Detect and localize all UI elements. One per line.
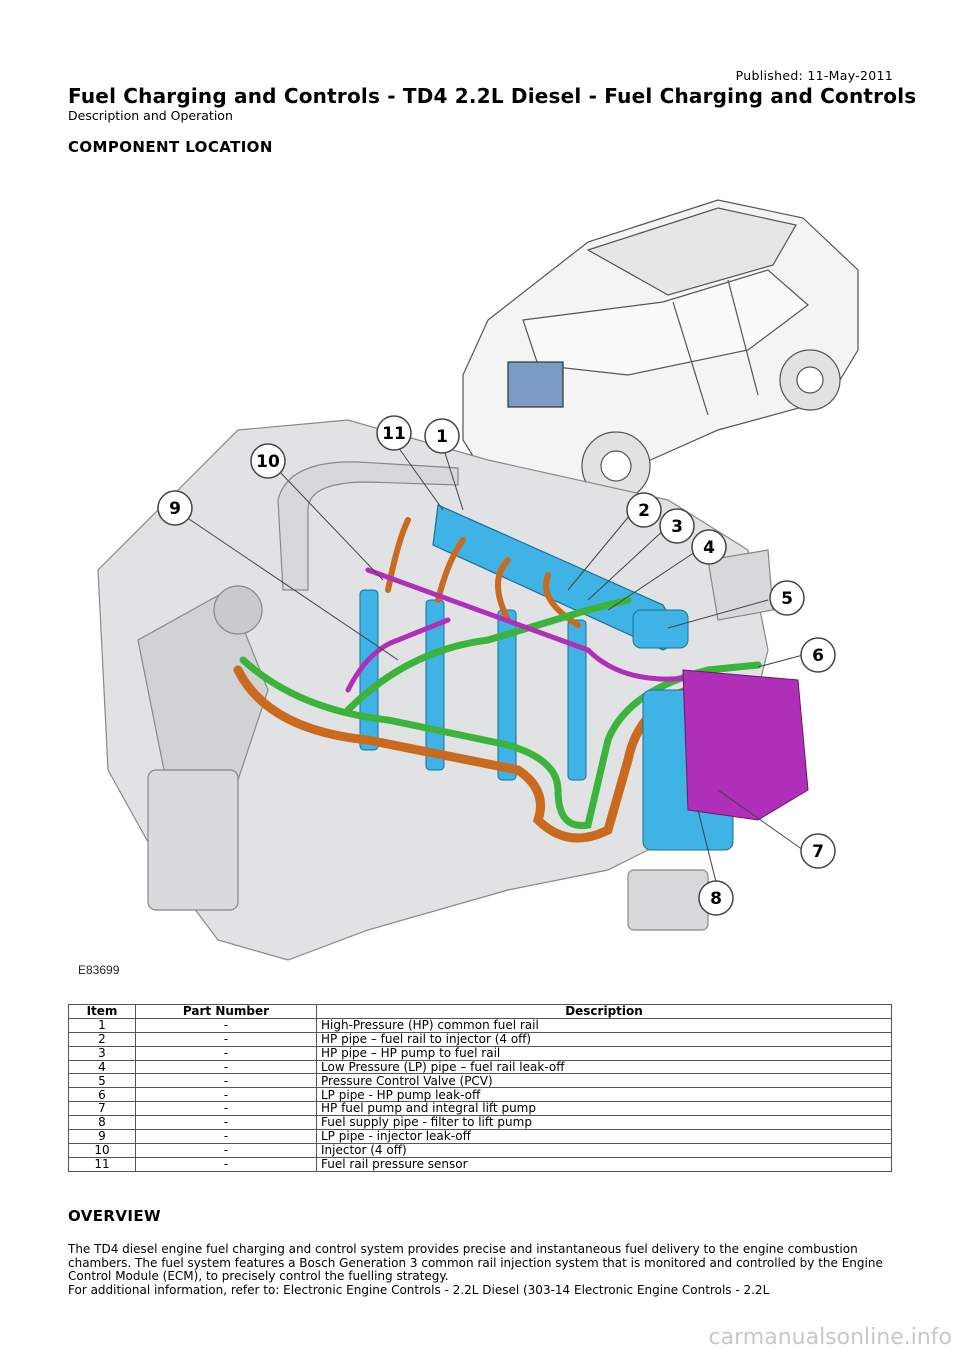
description-cell: High-Pressure (HP) common fuel rail [316,1017,892,1033]
figure-code: E83699 [78,963,120,977]
page-subtitle: Description and Operation [68,108,233,123]
item-cell: 6 [68,1087,136,1103]
component-location-heading: COMPONENT LOCATION [68,138,273,156]
part-number-cell: - [135,1156,317,1172]
description-cell: HP pipe – fuel rail to injector (4 off) [316,1031,892,1047]
table-row: 9-LP pipe - injector leak-off [68,1129,892,1144]
callout-9: 9 [157,490,193,526]
item-cell: 4 [68,1059,136,1075]
callout-4: 4 [691,529,727,565]
table-row: 5-Pressure Control Valve (PCV) [68,1073,892,1089]
table-row: 2-HP pipe – fuel rail to injector (4 off… [68,1031,892,1047]
table-header-row: Item Part Number Description [68,1004,892,1019]
part-number-cell: - [135,1115,317,1131]
callout-3: 3 [659,508,695,544]
callout-5: 5 [769,580,805,616]
table-row: 3-HP pipe – HP pump to fuel rail [68,1045,892,1061]
overview-reference: For additional information, refer to: El… [68,1282,770,1297]
hp-fuel-pump [642,669,809,851]
part-number-cell: - [135,1142,317,1158]
svg-text:10: 10 [256,452,280,472]
callout-6: 6 [800,637,836,673]
lp-pipes [239,596,762,830]
description-cell: Low Pressure (LP) pipe – fuel rail leak-… [316,1059,892,1075]
table-row: 11-Fuel rail pressure sensor [68,1156,892,1172]
svg-text:7: 7 [812,842,824,862]
item-cell: 8 [68,1115,136,1131]
published-date: Published: 11-May-2011 [735,68,893,83]
description-cell: HP pipe – HP pump to fuel rail [316,1045,892,1061]
table-row: 8-Fuel supply pipe - filter to lift pump [68,1115,892,1131]
svg-text:4: 4 [703,538,715,558]
svg-text:5: 5 [781,589,793,609]
part-number-cell: - [135,1087,317,1103]
callouts: 11 1 10 9 2 3 [157,415,836,916]
item-cell: 10 [68,1142,136,1158]
description-cell: Injector (4 off) [316,1142,892,1158]
engine-illustration: 11 1 10 9 2 3 [78,199,859,977]
description-cell: LP pipe - HP pump leak-off [316,1087,892,1103]
header-description: Description [316,1004,892,1019]
header-part-number: Part Number [135,1004,317,1019]
description-cell: HP fuel pump and integral lift pump [316,1101,892,1117]
hp-common-rail [432,504,689,651]
svg-text:2: 2 [638,501,650,521]
overview-text: The TD4 diesel engine fuel charging and … [68,1242,898,1297]
description-cell: Pressure Control Valve (PCV) [316,1073,892,1089]
callout-8: 8 [698,880,734,916]
item-cell: 1 [68,1017,136,1033]
item-cell: 11 [68,1156,136,1172]
table-row: 6-LP pipe - HP pump leak-off [68,1087,892,1103]
callout-7: 7 [800,833,836,869]
svg-text:6: 6 [812,646,824,666]
svg-text:8: 8 [710,889,722,909]
part-number-cell: - [135,1059,317,1075]
overview-paragraph: The TD4 diesel engine fuel charging and … [68,1242,883,1283]
item-cell: 3 [68,1045,136,1061]
callout-2: 2 [626,492,662,528]
callout-leaders [182,439,804,883]
item-cell: 2 [68,1031,136,1047]
callout-10: 10 [250,443,286,479]
description-cell: LP pipe - injector leak-off [316,1129,892,1144]
hp-pipes [233,517,693,843]
callout-1: 1 [424,418,460,454]
part-number-cell: - [135,1101,317,1117]
svg-text:9: 9 [169,499,181,519]
page-title: Fuel Charging and Controls - TD4 2.2L Di… [68,84,917,108]
table-row: 1-High-Pressure (HP) common fuel rail [68,1017,892,1033]
callout-11: 11 [376,415,412,451]
table-row: 7-HP fuel pump and integral lift pump [68,1101,892,1117]
description-cell: Fuel rail pressure sensor [316,1156,892,1172]
svg-text:11: 11 [382,424,406,444]
table-row: 10-Injector (4 off) [68,1142,892,1158]
svg-text:3: 3 [671,517,683,537]
description-cell: Fuel supply pipe - filter to lift pump [316,1115,892,1131]
part-number-cell: - [135,1017,317,1033]
table-row: 4-Low Pressure (LP) pipe – fuel rail lea… [68,1059,892,1075]
vehicle-outline [462,199,859,501]
item-cell: 7 [68,1101,136,1117]
part-number-cell: - [135,1073,317,1089]
header-item: Item [68,1004,136,1019]
injectors [359,589,587,781]
component-location-figure: 11 1 10 9 2 3 [68,170,892,980]
part-number-cell: - [135,1031,317,1047]
part-number-cell: - [135,1045,317,1061]
item-cell: 5 [68,1073,136,1089]
part-number-cell: - [135,1129,317,1144]
watermark: carmanualsonline.info [708,1325,952,1350]
parts-table: Item Part Number Description 1-High-Pres… [68,1004,892,1172]
item-cell: 9 [68,1129,136,1144]
overview-heading: OVERVIEW [68,1207,161,1225]
svg-text:1: 1 [436,427,448,447]
